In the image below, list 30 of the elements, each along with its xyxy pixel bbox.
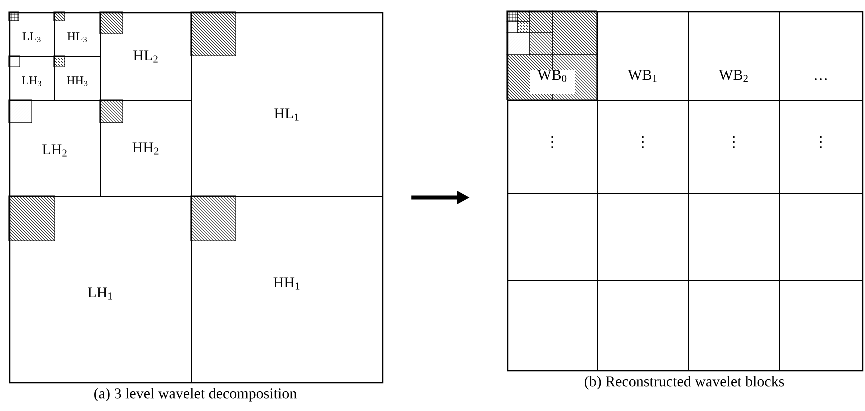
subfigure-label: (a) 3 level wavelet decomposition <box>94 388 297 402</box>
subband-box: HH$_{1}$ <box>191 196 384 384</box>
subband-box: HH$_{2}$ <box>100 100 192 198</box>
wavelet-block-cell <box>779 192 864 282</box>
decomposition-frame <box>9 12 384 384</box>
subband-box: LH$_{3}$ <box>9 56 56 102</box>
wavelet-block-cell: WB$_{2}$ <box>688 10 780 102</box>
wavelet-block-cell <box>688 192 780 282</box>
subband-box: HL$_{3}$ <box>54 12 102 58</box>
wavelet-block-cell: ⋮ <box>507 100 598 194</box>
subfigure-label: (b) Reconstructed wavelet blocks <box>585 376 784 390</box>
subband-box: LL$_{3}$ <box>9 12 56 58</box>
wavelet-block-cell <box>597 280 690 372</box>
wavelet-block-cell <box>507 280 598 372</box>
subband-box: HH$_{3}$ <box>54 56 102 102</box>
wavelet-block-cell: ⋮ <box>779 100 864 194</box>
wavelet-block-cell <box>597 192 690 282</box>
wavelet-block-cell <box>507 192 598 282</box>
wavelet-block-cell: WB$_{1}$ <box>597 10 690 102</box>
subband-box: LH$_{2}$ <box>9 100 102 198</box>
wavelet-block-cell: ⋮ <box>597 100 690 194</box>
wavelet-block-cell: WB$_{0}$ <box>507 10 598 102</box>
wavelet-block-cell <box>779 280 864 372</box>
wavelet-block-cell: … <box>779 10 864 102</box>
wavelet-block-cell <box>688 280 780 372</box>
wavelet-block-cell: ⋮ <box>688 100 780 194</box>
subband-box: HL$_{1}$ <box>191 12 384 198</box>
block-grid-frame <box>507 10 864 372</box>
subband-box: HL$_{2}$ <box>100 12 192 102</box>
subband-box: LH$_{1}$ <box>9 196 192 384</box>
